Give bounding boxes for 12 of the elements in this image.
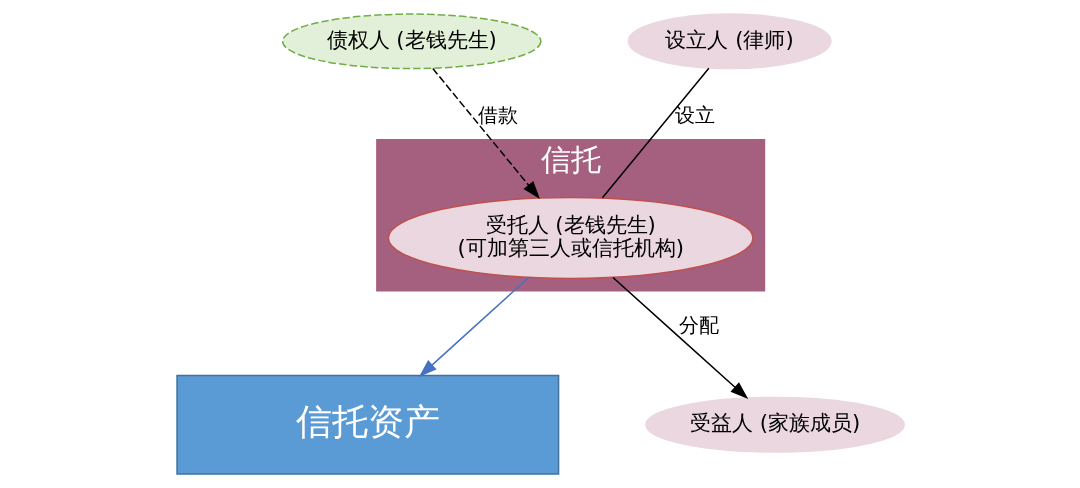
edge-label: 设立 [674, 104, 715, 128]
arrow [611, 276, 748, 400]
edge-label: 分配 [678, 314, 719, 338]
node-ellipse: 受托人 (老钱先生) (可加第三人或信托机构) [387, 196, 754, 280]
edge-label: 借款 [477, 104, 518, 128]
arrow [418, 276, 529, 377]
node-ellipse: 债权人 (老钱先生) [281, 13, 542, 70]
node-box: 信托资产 [175, 374, 559, 475]
node-ellipse: 设立人 (律师) [627, 13, 832, 70]
connector [601, 67, 710, 199]
arrow [431, 67, 540, 199]
node-ellipse: 受益人 (家族成员) [644, 396, 905, 453]
